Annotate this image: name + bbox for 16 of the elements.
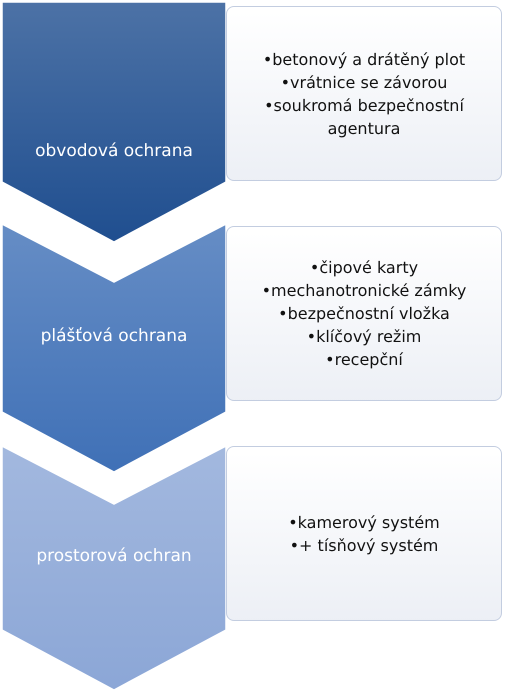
bullet-item: •+ tísňový systém [290,534,438,556]
bullet-item: •klíčový režim [306,326,422,348]
bullet-item: •recepční [325,349,403,371]
bullet-item: •kamerový systém [288,512,440,534]
text-panel [226,6,502,181]
bullet-item: •mechanotronické zámky [262,280,466,302]
bullet-item: •čipové karty [310,257,418,279]
bullet-item: •betonový a drátěný plot [262,48,466,70]
text-panel [226,446,502,621]
bullet-item: •soukromá bezpečnostní agentura [263,94,466,140]
stage-label: obvodová ochrana [34,140,194,162]
bullet-item: •bezpečnostní vložka [278,303,450,325]
stage-label: plášťová ochrana [40,325,188,347]
stage-label: prostorová ochran [35,545,193,567]
bullet-item: •vrátnice se závorou [280,72,448,94]
text-panel [226,226,502,401]
